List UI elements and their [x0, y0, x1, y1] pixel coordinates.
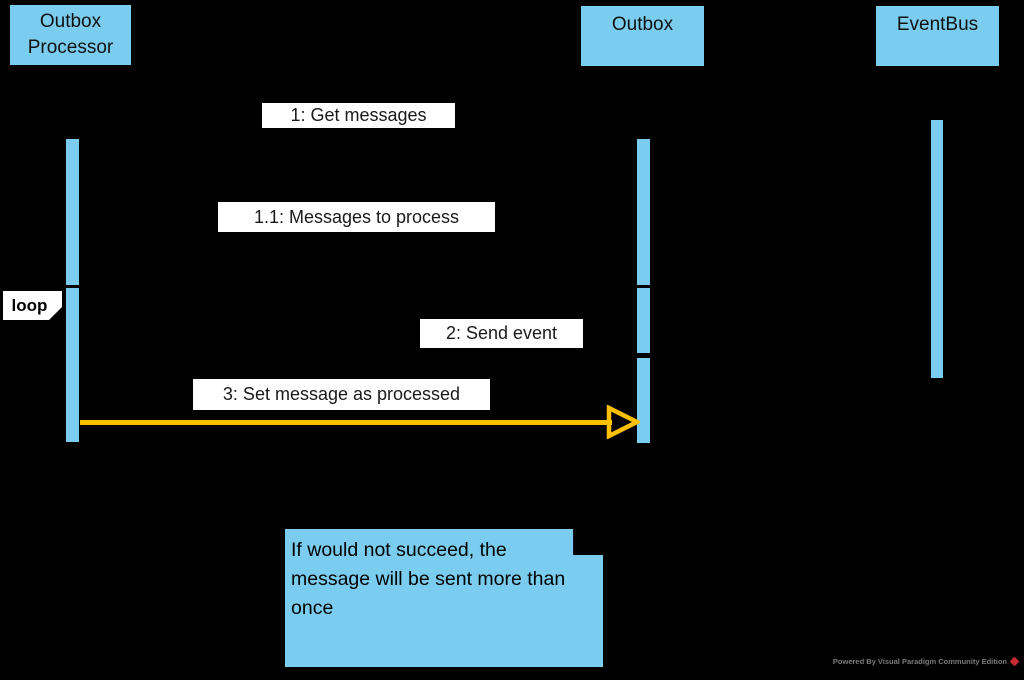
- message-text: 1: Get messages: [290, 105, 427, 125]
- message-label-get-messages: 1: Get messages: [262, 103, 455, 128]
- participant-label: Outbox Processor: [27, 11, 114, 58]
- activation-bar-outbox-processor-2: [66, 288, 79, 442]
- note-text: If would not succeed, the message will b…: [291, 539, 566, 619]
- participant-eventbus: EventBus: [874, 4, 1001, 68]
- participant-outbox: Outbox: [579, 4, 706, 68]
- activation-bar-outbox-3: [637, 358, 650, 443]
- participant-label: Outbox: [611, 14, 674, 35]
- message-text: 2: Send event: [445, 323, 558, 343]
- activation-bar-eventbus: [931, 120, 943, 378]
- activation-bar-outbox-processor-1: [66, 139, 79, 285]
- participant-outbox-processor: Outbox Processor: [8, 3, 133, 67]
- watermark-text: Powered By Visual Paradigm Community Edi…: [832, 656, 1007, 666]
- activation-bar-outbox-1: [637, 139, 650, 285]
- message-text: 3: Set message as processed: [222, 384, 461, 404]
- message-3-arrowhead-icon: [606, 405, 640, 439]
- message-label-messages-to-process: 1.1: Messages to process: [218, 202, 495, 232]
- participant-label: EventBus: [896, 14, 979, 35]
- message-3-arrow-line: [80, 420, 612, 425]
- loop-operator-text: loop: [11, 295, 48, 315]
- loop-fragment-label: loop: [3, 291, 62, 320]
- visual-paradigm-logo-icon: [1009, 656, 1020, 666]
- message-label-send-event: 2: Send event: [420, 319, 583, 348]
- watermark: Powered By Visual Paradigm Community Edi…: [833, 654, 1020, 668]
- activation-bar-outbox-2: [637, 288, 650, 353]
- note-duplicate-delivery: If would not succeed, the message will b…: [285, 529, 603, 667]
- message-label-set-message-processed: 3: Set message as processed: [193, 379, 490, 410]
- message-text: 1.1: Messages to process: [253, 206, 460, 227]
